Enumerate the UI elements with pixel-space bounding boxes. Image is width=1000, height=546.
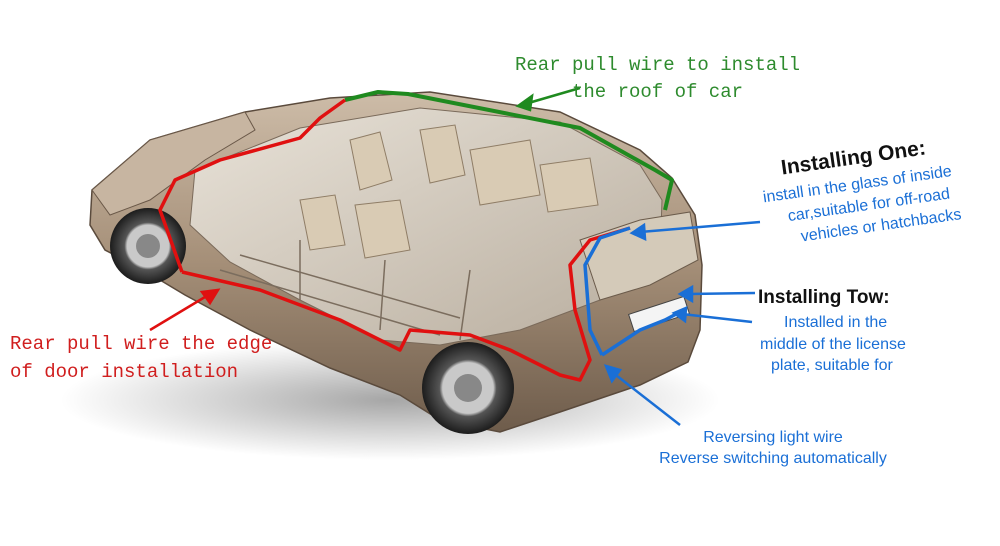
arrow-icon [603,364,681,426]
door-label-line-2: of door installation [10,361,239,383]
seats [299,124,599,259]
arrow-icon [671,306,753,324]
roof-wire [344,90,674,211]
blue-wire-two [601,310,681,357]
door-label-line-1: Rear pull wire the edge [10,333,273,355]
roof-wire-label: Rear pull wire to install the roof of ca… [515,52,800,106]
chassis-lines [219,240,471,341]
installing-two-line-2: middle of the license [760,336,906,353]
installing-two-line-3: plate, suitable for [771,357,893,374]
blue-wire-one [583,226,631,356]
roof-label-line-2: the roof of car [571,81,744,103]
reverse-wire-label: Reversing light wire Reverse switching a… [628,427,918,469]
reverse-label-line-2: Reverse switching automatically [659,450,887,467]
arrow-icon [515,86,581,112]
reverse-label-line-1: Reversing light wire [703,429,843,446]
installing-two-heading: Installing Tow: [758,287,890,308]
door-wire-label: Rear pull wire the edge of door installa… [10,330,272,386]
roof-label-line-1: Rear pull wire to install [515,54,801,76]
arrow-icon [677,284,756,304]
arrow-icon [149,288,221,332]
arrow-icon [629,220,761,242]
door-edge-wire [158,98,631,382]
car-hood [91,111,256,216]
installing-two-line-1: Installed in the [784,314,888,331]
